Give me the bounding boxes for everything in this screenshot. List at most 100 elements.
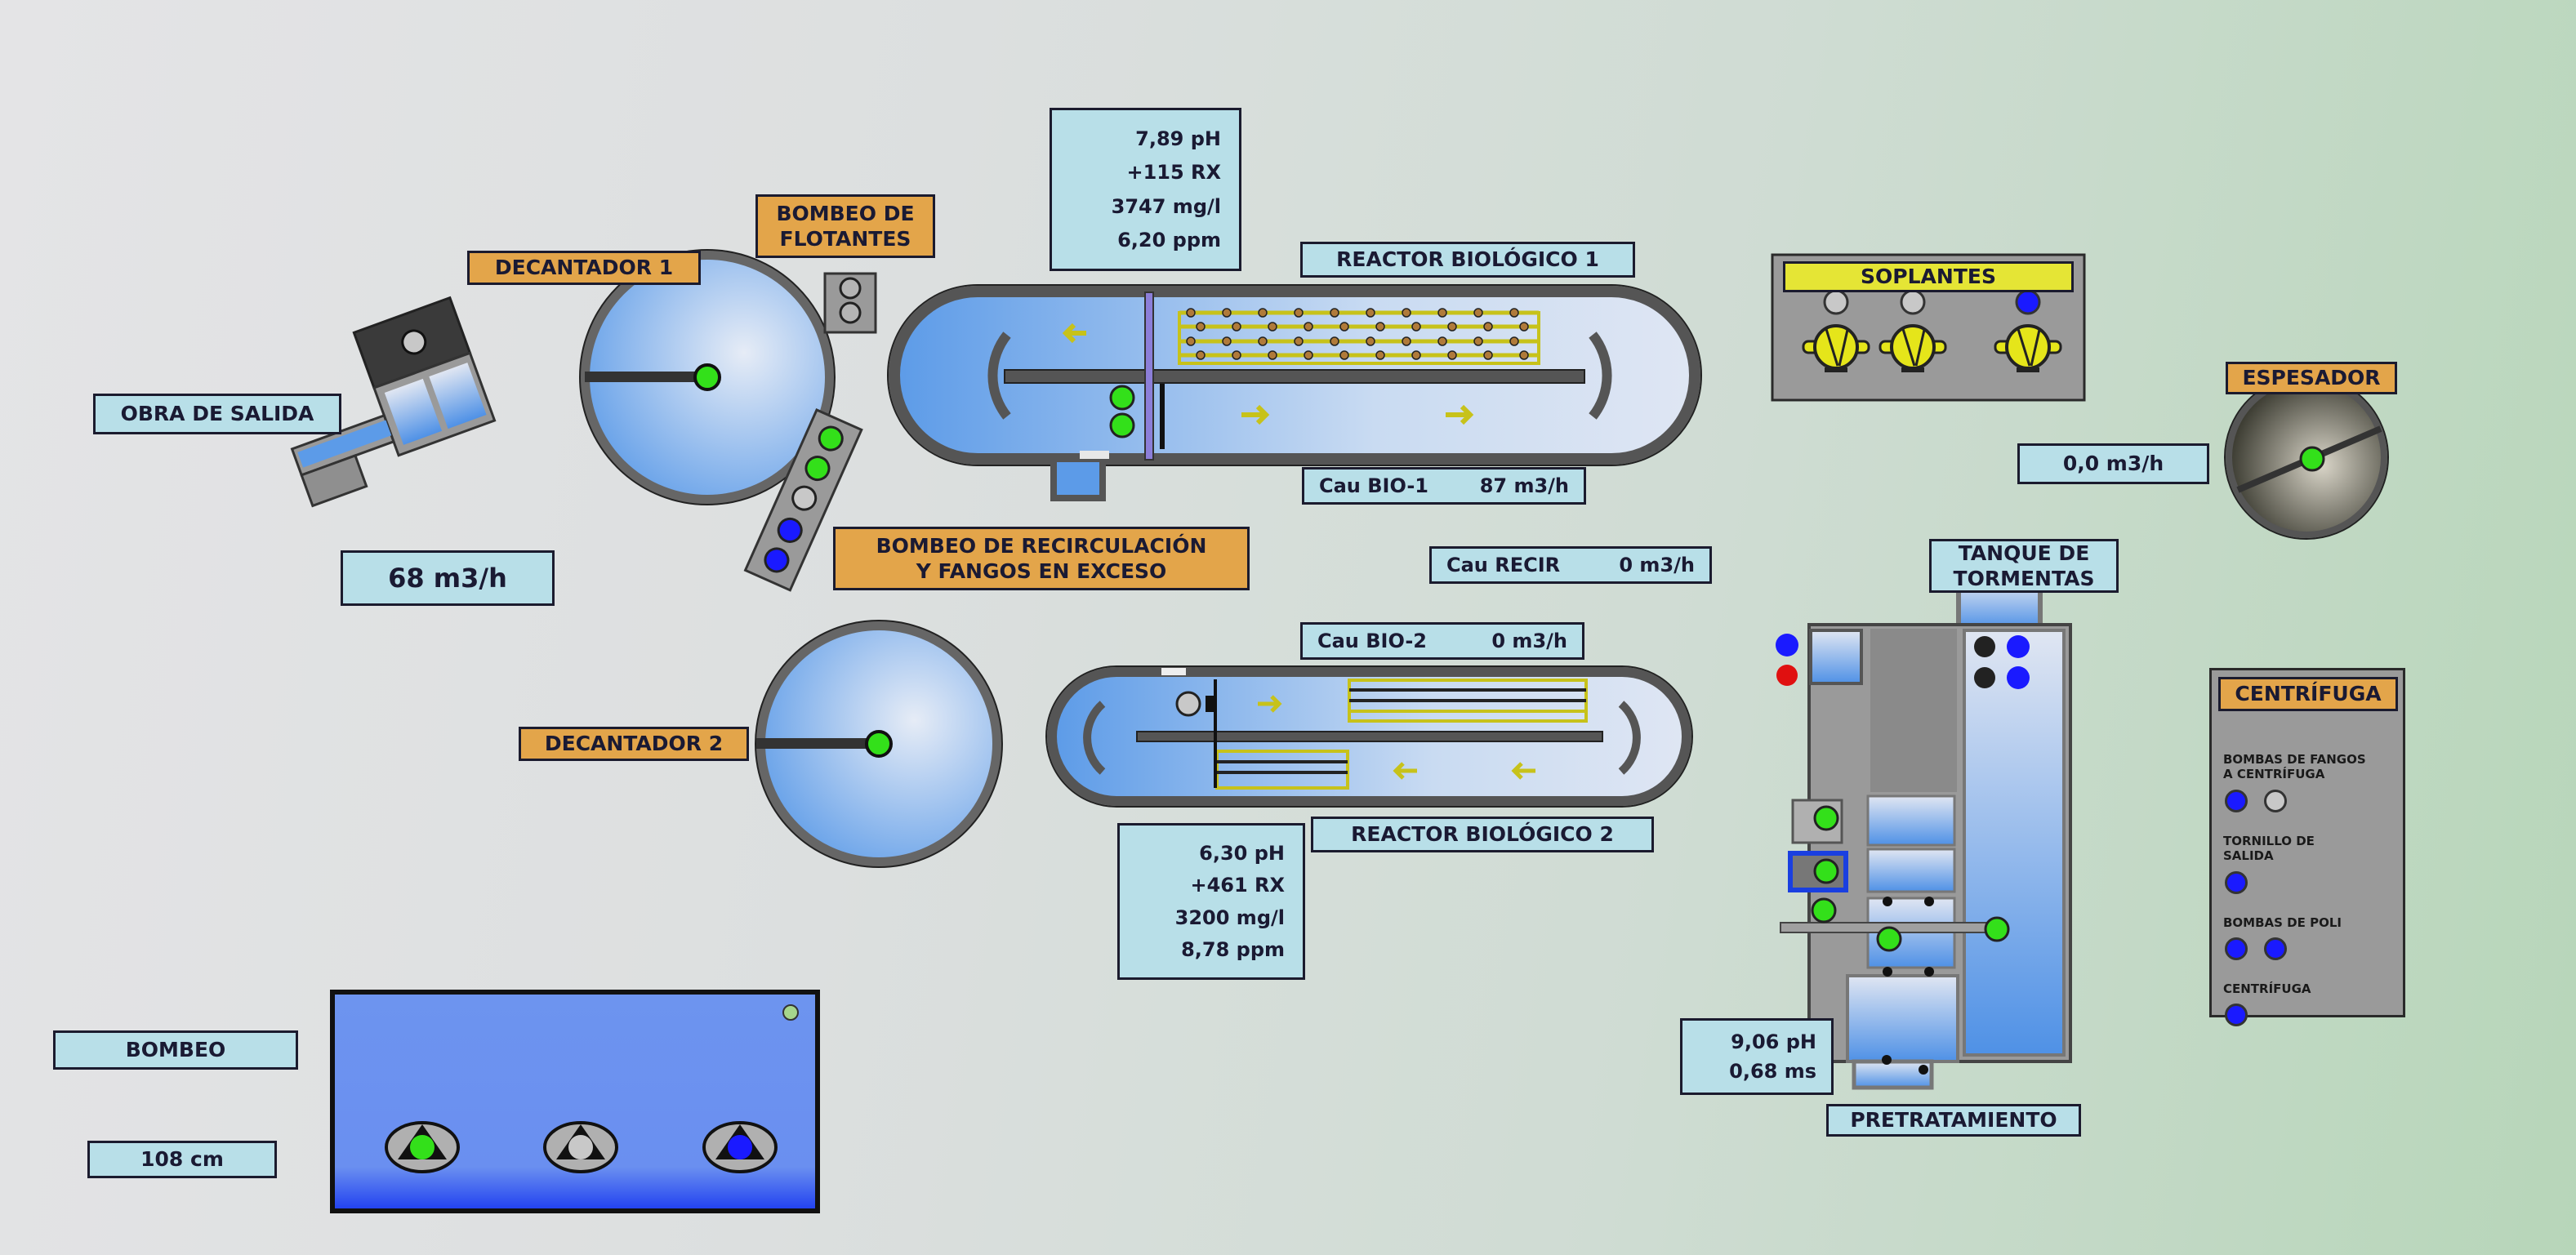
diffuser-node: [1222, 336, 1232, 346]
pretratamiento-readings: 9,06 pH 0,68 ms: [1680, 1018, 1834, 1095]
flow-arrow-right-icon: [1258, 695, 1282, 713]
diffuser-node: [1294, 308, 1304, 318]
reactor-2-basin[interactable]: [1045, 665, 1693, 808]
recirculacion-line2: Y FANGOS EN EXCESO: [916, 559, 1167, 583]
tormentas-valve-1-status: [1776, 634, 1798, 656]
centrifuga-group-label-line2: A CENTRÍFUGA: [2223, 767, 2325, 781]
bombeo-level-indicator: [782, 1004, 799, 1021]
centrifuga-group-label-line2: SALIDA: [2223, 848, 2274, 863]
bombeo-pit: [330, 990, 820, 1213]
bombeo-level: 108 cm: [87, 1141, 277, 1178]
reactor-1-diffuser-nodes: [1186, 308, 1529, 360]
decantador-2-tank[interactable]: [755, 620, 1003, 868]
soplantes-title: SOPLANTES: [1783, 261, 2074, 292]
diffuser-node: [1447, 350, 1457, 360]
diffuser-node: [1294, 336, 1304, 346]
diffuser-node: [1222, 308, 1232, 318]
bombeo-pump-3[interactable]: [702, 1121, 778, 1173]
reactor-1-flow: Cau BIO-1 87 m3/h: [1302, 467, 1586, 505]
diffuser-node: [1196, 350, 1206, 360]
reactor-2-oxygen: 8,78 ppm: [1181, 938, 1285, 962]
reactor-1-flow-label: Cau BIO-1: [1319, 474, 1428, 497]
diffuser-node: [1258, 308, 1268, 318]
diffuser-node: [1437, 336, 1447, 346]
centrifuga-group-label: BOMBAS DE POLI: [2223, 915, 2342, 930]
blower-icon: [1802, 324, 1870, 372]
recir-flow-value: 0 m3/h: [1619, 554, 1695, 576]
blower-icon: [1994, 324, 2062, 372]
diffuser-node: [1330, 308, 1339, 318]
reactor-2-mlss: 3200 mg/l: [1174, 906, 1285, 929]
espesador-status: [2299, 446, 2325, 472]
reactor-2-mixer-status: [1175, 691, 1201, 717]
centrifuga-status-led: [2225, 1004, 2248, 1026]
recirculation-pump-bar[interactable]: [743, 408, 863, 592]
recirc-pump-1-status: [818, 425, 844, 452]
diffuser-node: [1509, 336, 1519, 346]
reactor-2-flow-value: 0 m3/h: [1491, 630, 1567, 652]
diffuser-node: [1186, 308, 1196, 318]
flotantes-pump-2-status: [839, 301, 862, 324]
pretrat-equip-1-status: [1813, 805, 1839, 831]
obra-salida-label: OBRA DE SALIDA: [93, 394, 341, 434]
reactor-1-mlss: 3747 mg/l: [1111, 194, 1221, 218]
bombeo-flotantes-line1: BOMBEO DE: [776, 201, 915, 225]
centrifuga-status-led: [2225, 937, 2248, 960]
tanque-tormentas-label: TANQUE DE TORMENTAS: [1929, 539, 2119, 593]
reactor-1-mixer-2-status: [1109, 412, 1135, 438]
flow-arrow-right-icon: [1446, 404, 1474, 425]
centrifuga-title: CENTRÍFUGA: [2218, 677, 2398, 711]
pretrat-equip-4-status: [1876, 926, 1902, 952]
decantador-1-tank[interactable]: [579, 249, 836, 505]
reactor-1-rx: +115 RX: [1126, 161, 1221, 185]
reactor-2-flow: Cau BIO-2 0 m3/h: [1300, 622, 1584, 660]
bombeo-pump-status: [568, 1135, 593, 1159]
soplante-2-status: [1900, 289, 1926, 315]
diffuser-node: [1483, 322, 1493, 332]
centrifuga-group-label-line1: CENTRÍFUGA: [2223, 981, 2311, 996]
diffuser-node: [1437, 308, 1447, 318]
reactor-2-rx: +461 RX: [1190, 874, 1285, 897]
diffuser-node: [1473, 336, 1483, 346]
bombeo-pump-status: [728, 1135, 752, 1159]
tormentas-pump-2-icon: [1974, 667, 1995, 688]
bombeo-pump-1[interactable]: [385, 1121, 460, 1173]
tanque-tormentas-structure[interactable]: [1776, 577, 2072, 1090]
diffuser-node: [1375, 322, 1385, 332]
diffuser-node: [1366, 336, 1375, 346]
recir-flow: Cau RECIR 0 m3/h: [1429, 546, 1712, 584]
centrifuga-status-led: [2264, 790, 2287, 812]
decantador-2-status: [865, 730, 893, 758]
centrifuga-group-label-line1: BOMBAS DE FANGOS: [2223, 752, 2366, 767]
diffuser-node: [1232, 322, 1241, 332]
reactor-2-title: REACTOR BIOLÓGICO 2: [1311, 817, 1654, 852]
diffuser-node: [1473, 308, 1483, 318]
diffuser-node: [1483, 350, 1493, 360]
flow-arrow-right-icon: [1241, 404, 1270, 425]
recirc-pump-4-status: [777, 517, 803, 543]
tanque-tormentas-line2: TORMENTAS: [1953, 567, 2095, 590]
centrifuga-group-label: CENTRÍFUGA: [2223, 981, 2311, 996]
diffuser-node: [1268, 350, 1277, 360]
blower-icon: [1879, 324, 1947, 372]
recirculacion-label: BOMBEO DE RECIRCULACIÓN Y FANGOS EN EXCE…: [833, 527, 1250, 590]
reactor-1-basin[interactable]: [887, 284, 1702, 501]
flotantes-pump-box[interactable]: [823, 272, 877, 334]
flow-arrow-left-icon: [1062, 323, 1086, 344]
espesador-tank[interactable]: [2224, 375, 2389, 540]
diffuser-node: [1232, 350, 1241, 360]
pretrat-equip-5-status: [1984, 916, 2010, 942]
reactor-1-mixer-1-status: [1109, 385, 1135, 411]
decantador-1-label: DECANTADOR 1: [467, 251, 701, 285]
recirc-pump-2-status: [804, 456, 831, 482]
reactor-2-ph: 6,30 pH: [1199, 841, 1285, 865]
reactor-2-flow-label: Cau BIO-2: [1317, 630, 1427, 652]
recirculacion-line1: BOMBEO DE RECIRCULACIÓN: [876, 533, 1207, 558]
decantador-2-label: DECANTADOR 2: [519, 727, 749, 761]
diffuser-node: [1411, 350, 1421, 360]
bombeo-pump-status: [410, 1135, 435, 1159]
reactor-2-readings: 6,30 pH +461 RX 3200 mg/l 8,78 ppm: [1117, 823, 1305, 980]
recirc-pump-5-status: [764, 547, 790, 573]
bombeo-pump-2[interactable]: [543, 1121, 618, 1173]
